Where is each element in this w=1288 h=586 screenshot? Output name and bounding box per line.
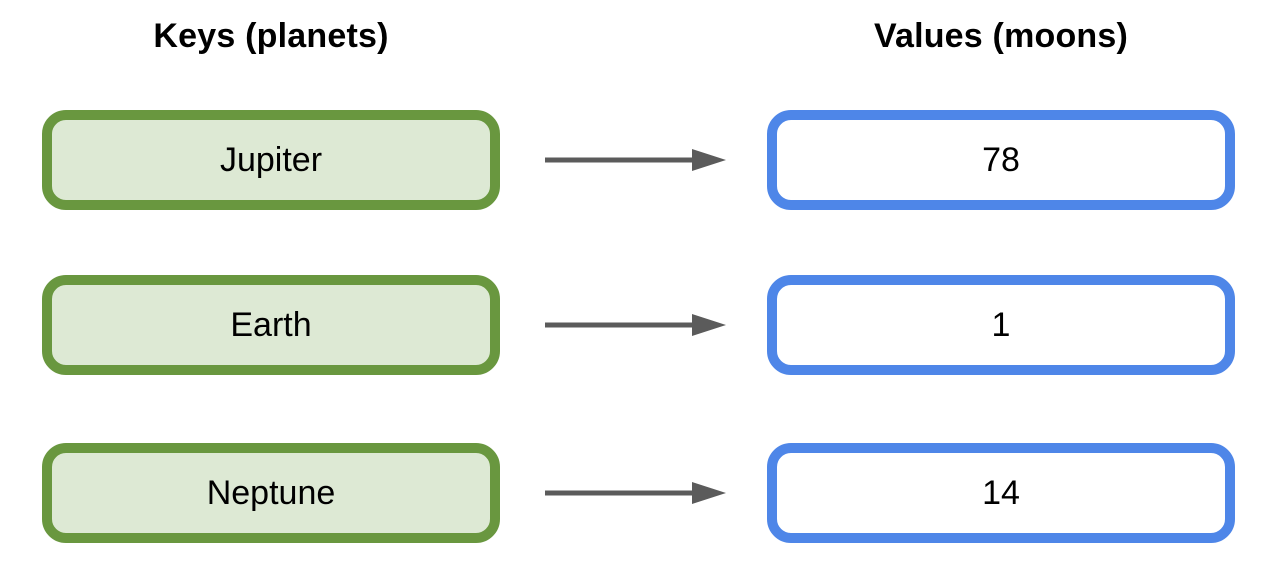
keys-column-header: Keys (planets)	[153, 16, 389, 55]
arrow-right-icon	[545, 149, 726, 171]
mapping-row: Earth 1	[0, 275, 1288, 375]
values-column-header: Values (moons)	[873, 16, 1129, 55]
key-box-neptune: Neptune	[42, 443, 500, 543]
mapping-row: Neptune 14	[0, 443, 1288, 543]
arrow-right-icon	[545, 314, 726, 336]
mapping-row: Jupiter 78	[0, 110, 1288, 210]
key-box-earth: Earth	[42, 275, 500, 375]
value-box-jupiter: 78	[767, 110, 1235, 210]
value-box-neptune: 14	[767, 443, 1235, 543]
key-box-jupiter: Jupiter	[42, 110, 500, 210]
value-box-earth: 1	[767, 275, 1235, 375]
arrow-right-icon	[545, 482, 726, 504]
